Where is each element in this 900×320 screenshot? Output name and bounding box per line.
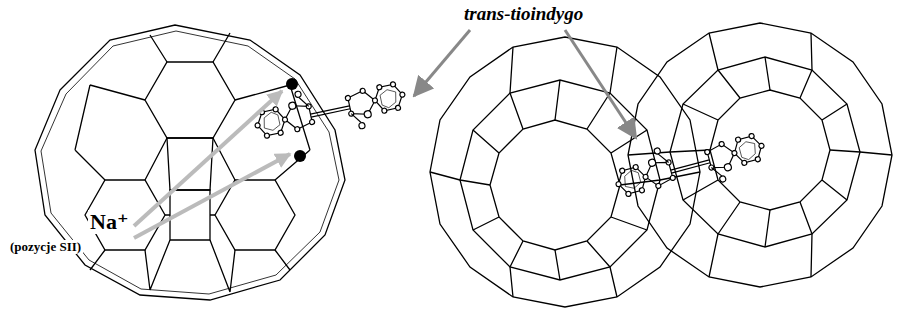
site-label: (pozycje SII) — [8, 240, 83, 254]
molecule-label: trans-tioindygo — [462, 4, 585, 25]
sodium-ion — [294, 150, 306, 162]
sodalite-cage — [35, 25, 345, 300]
supercage — [430, 37, 700, 307]
leader-arrow — [134, 154, 290, 238]
leader-arrow — [414, 30, 470, 96]
thioindigo-molecule — [250, 70, 410, 151]
sodium-ion — [286, 78, 298, 90]
ion-label: Na⁺ — [88, 210, 131, 234]
supercage — [628, 23, 892, 287]
leader-arrow — [134, 91, 282, 226]
leader-arrow — [565, 30, 636, 138]
